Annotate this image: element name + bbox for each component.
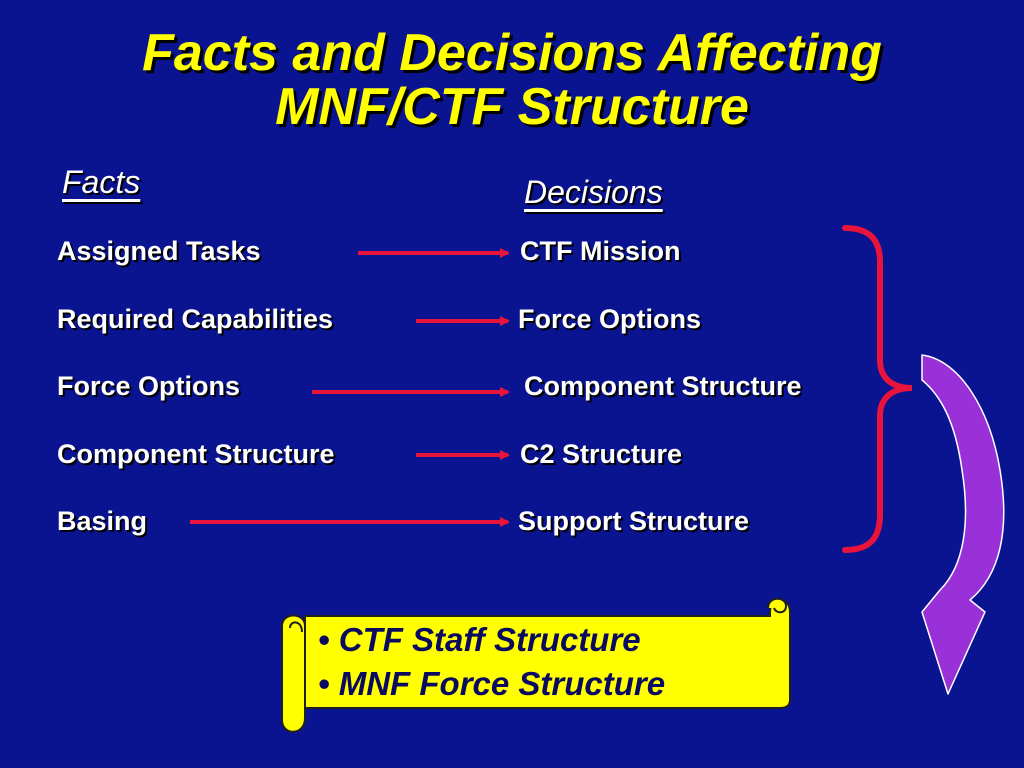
decisions-header: Decisions: [524, 174, 663, 210]
decision-item: Component Structure: [524, 371, 802, 401]
curly-brace: [842, 225, 913, 553]
scroll-banner: [281, 597, 791, 733]
bullet: •: [318, 621, 330, 658]
page-title: Facts and Decisions Affecting MNF/CTF St…: [0, 26, 1024, 134]
decision-item: Support Structure: [518, 506, 750, 536]
curved-arrow-icon: [921, 354, 1005, 695]
decision-item: C2 Structure: [520, 439, 683, 469]
fact-item: Force Options: [57, 371, 241, 401]
scroll-list-item: • MNF Force Structure: [318, 662, 665, 706]
bullet: •: [318, 665, 330, 702]
fact-item: Assigned Tasks: [57, 236, 261, 266]
scroll-item-label: CTF Staff Structure: [338, 621, 641, 658]
title-line-1: Facts and Decisions Affecting: [142, 24, 882, 82]
title-line-2: MNF/CTF Structure: [275, 78, 749, 136]
scroll-list-item: • CTF Staff Structure: [318, 618, 665, 662]
scroll-list: • CTF Staff Structure • MNF Force Struct…: [318, 618, 665, 706]
decision-item: Force Options: [518, 304, 702, 334]
fact-item: Basing: [57, 506, 148, 536]
scroll-item-label: MNF Force Structure: [338, 665, 666, 702]
decision-item: CTF Mission: [520, 236, 681, 266]
facts-header: Facts: [62, 164, 141, 200]
fact-item: Component Structure: [57, 439, 335, 469]
fact-item: Required Capabilities: [57, 304, 334, 334]
